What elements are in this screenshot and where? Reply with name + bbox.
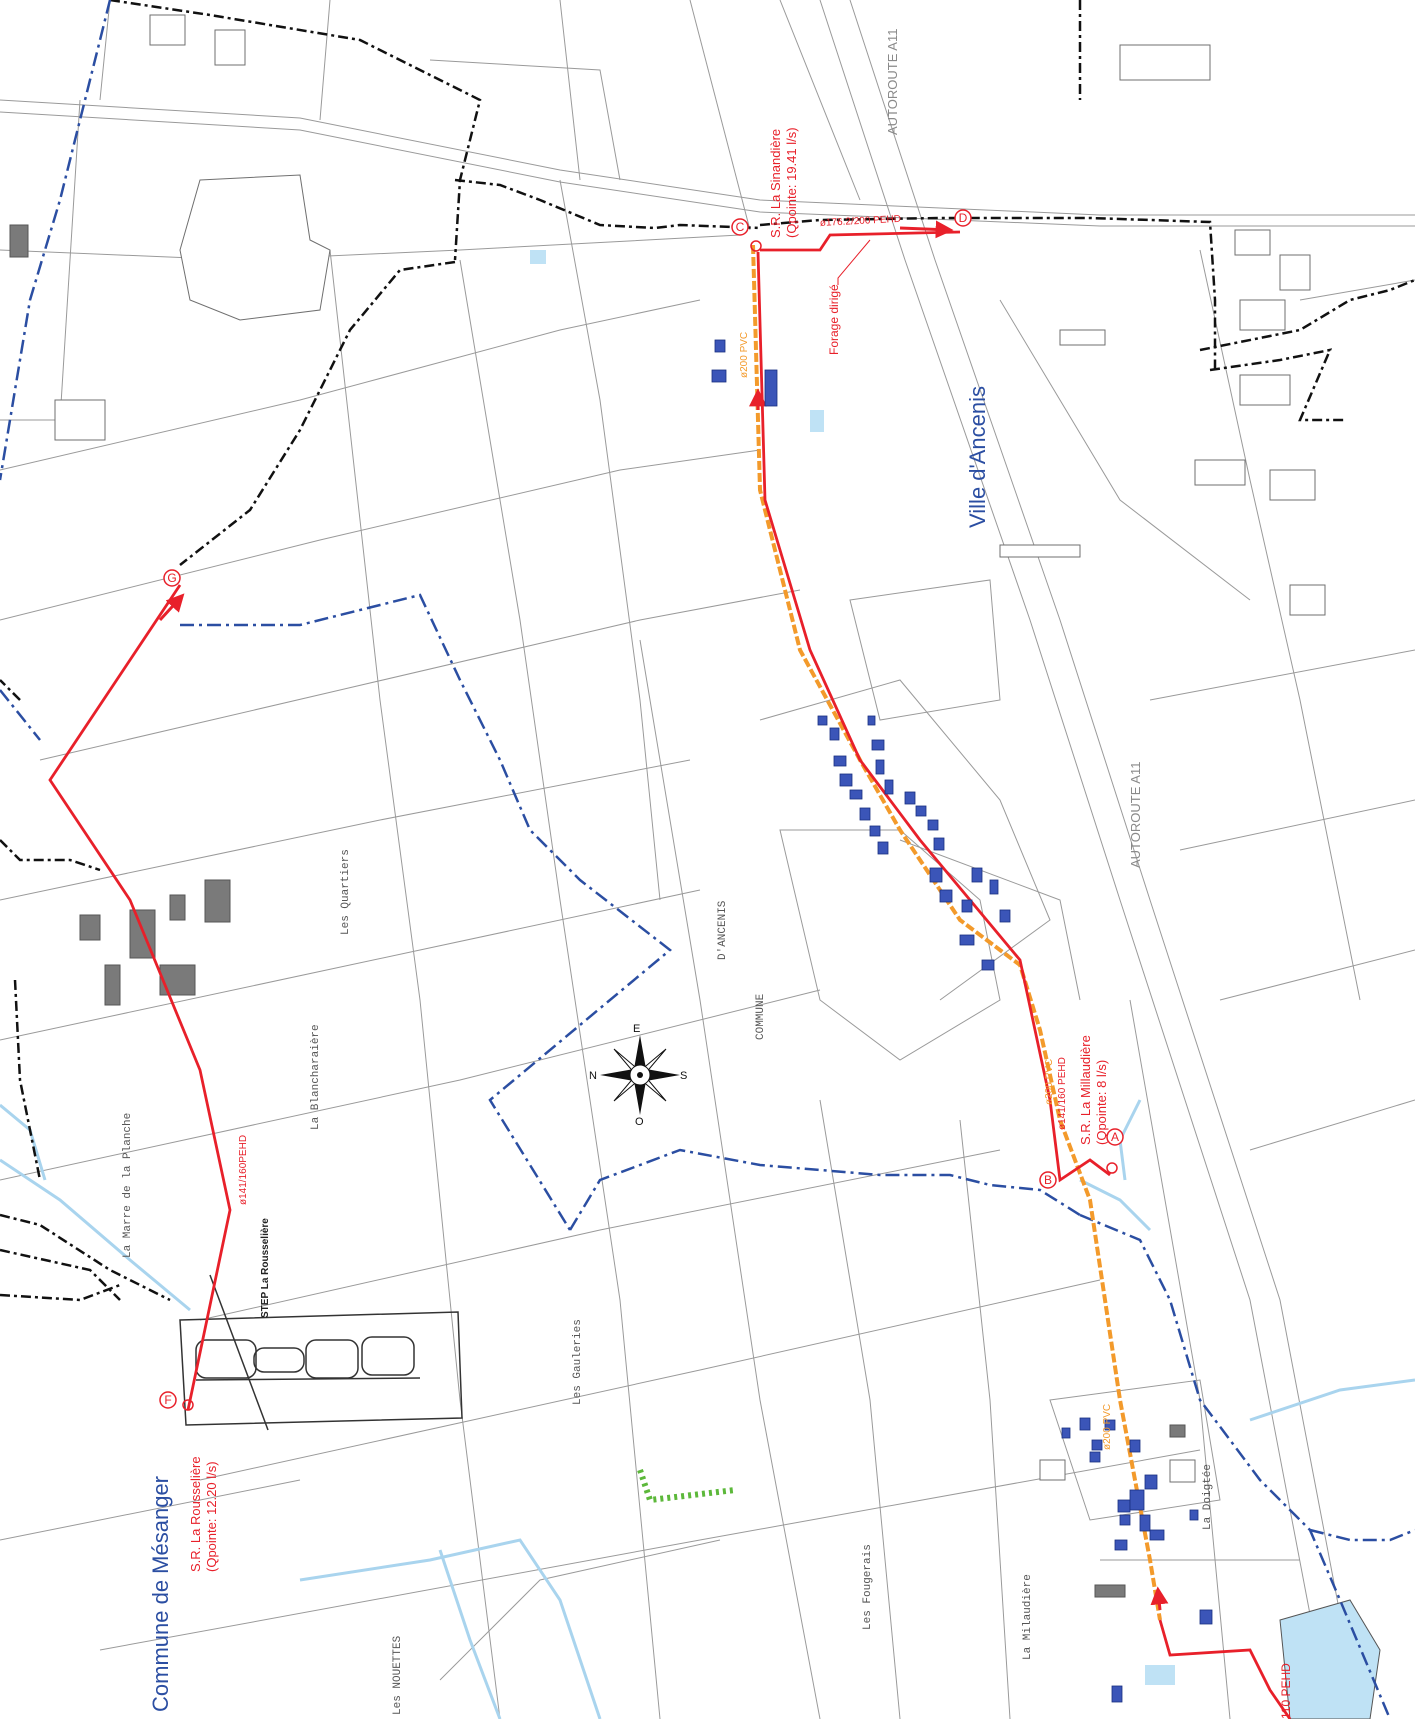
la-milaudiere-label: La Milaudière	[1022, 1574, 1034, 1660]
milaudiere-flow: (Qpointe: 8 l/s)	[1094, 1060, 1109, 1145]
pipe-orange-bc-label: ø200 PVC	[739, 332, 750, 378]
flow-arrows	[158, 220, 1169, 1611]
autoroute-top-label: AUTOROUTE A11	[885, 29, 900, 135]
pump-milaudiere-icon	[1106, 1162, 1118, 1174]
autoroute-mid-label: AUTOROUTE A11	[1128, 762, 1143, 868]
ponds	[530, 250, 1381, 1719]
road-labels: AUTOROUTE A11 AUTOROUTE A11	[885, 29, 1143, 868]
les-gauleries-label: Les Gauleries	[572, 1319, 584, 1405]
sinandiere-flow: (Qpointe: 19.41 l/s)	[784, 127, 799, 238]
pipe-fg-label: ø141/160PEHD	[238, 1135, 249, 1205]
pumping-station-icons	[182, 240, 1118, 1411]
point-markers: C D G B A F	[159, 209, 1124, 1409]
pipe-labels: ø176.2/200 PEHD ø141/160 PEHD ø141/160PE…	[238, 214, 1293, 1719]
rousseliere-name: S.R. La Rousselière	[188, 1456, 203, 1572]
green-line	[637, 1469, 736, 1504]
point-f: F	[159, 1391, 177, 1409]
buildings-grey	[54, 14, 1326, 1483]
svg-text:B: B	[1044, 1173, 1052, 1187]
forage-label: Forage dirigé	[827, 284, 841, 355]
la-doigtee-label: La Doigtée	[1202, 1464, 1214, 1530]
commune-mesanger-label: Commune de Mésanger	[148, 1476, 173, 1712]
les-nouettes-label: Les NOUETTES	[392, 1635, 404, 1715]
step-label: STEP La Rousselière	[260, 1218, 271, 1318]
pipe-ab-label: ø141/160 PEHD	[1057, 1057, 1068, 1130]
station-labels: S.R. La Sinandière (Qpointe: 19.41 l/s) …	[188, 127, 1109, 1572]
commune-dancenis-label-2: D'ANCENIS	[717, 900, 729, 960]
streams	[0, 1099, 1415, 1719]
compass-o: O	[635, 1116, 644, 1128]
step-plant	[179, 1274, 463, 1431]
forage-callout: Forage dirigé	[827, 239, 871, 355]
existing-network	[0, 0, 1415, 1302]
pipe-orange-low-label: ø200 PVC	[1102, 1404, 1113, 1450]
pipe-cd-label: ø176.2/200 PEHD	[820, 214, 902, 229]
milaudiere-name: S.R. La Millaudière	[1078, 1035, 1093, 1145]
les-fougerais-label: Les Fougerais	[862, 1544, 874, 1630]
point-a: A	[1106, 1128, 1124, 1146]
buildings-connected	[711, 339, 1213, 1703]
rousseliere-flow: (Qpointe: 12.20 l/s)	[204, 1461, 219, 1572]
ville-ancenis-label: Ville d'Ancenis	[965, 386, 990, 528]
les-quartiers-label: Les Quartiers	[340, 849, 352, 935]
compass-s: S	[680, 1070, 687, 1082]
svg-text:A: A	[1111, 1130, 1119, 1144]
point-d: D	[954, 209, 972, 227]
sinandiere-name: S.R. La Sinandière	[768, 129, 783, 238]
compass-rose	[600, 1035, 680, 1115]
compass-letters: E S N O	[589, 1023, 687, 1128]
svg-text:G: G	[167, 571, 176, 585]
commune-dancenis-label-1: COMMUNE	[755, 993, 767, 1040]
point-c: C	[731, 218, 749, 236]
svg-text:D: D	[959, 211, 968, 225]
compass-n: N	[589, 1070, 597, 1082]
pipe-bottom-label: 110 PEHD	[1279, 1663, 1293, 1719]
place-names: Ville d'Ancenis Commune de Mésanger	[148, 386, 990, 1712]
marre-planche-label: La Marre de la Planche	[122, 1113, 134, 1258]
gravity-sewer	[751, 244, 1162, 1621]
pump-rousseliere-icon	[182, 1399, 194, 1411]
la-blancharderie-label: La Blancharaière	[310, 1024, 322, 1130]
compass-e: E	[633, 1023, 640, 1035]
locality-labels: Les Quartiers La Blancharaière La Marre …	[122, 849, 1214, 1715]
svg-text:F: F	[164, 1393, 171, 1407]
point-b: B	[1039, 1171, 1057, 1189]
svg-text:C: C	[736, 220, 745, 234]
pipe-orange-mid-label: ø200 PVC	[1044, 1059, 1055, 1105]
pump-sinandiere-icon	[750, 240, 762, 252]
point-g: G	[163, 569, 181, 587]
